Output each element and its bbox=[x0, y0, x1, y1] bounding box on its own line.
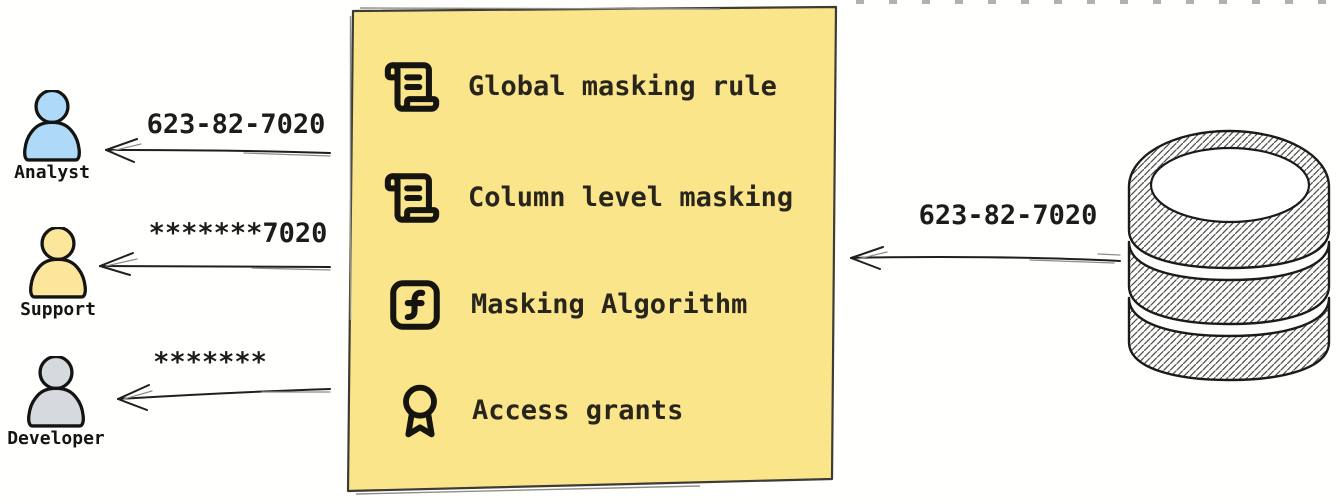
arrow-database-to-box bbox=[850, 246, 1121, 270]
persona-support: Support bbox=[2, 227, 114, 320]
persona-developer: Developer bbox=[0, 356, 112, 449]
arrow-developer bbox=[117, 384, 331, 411]
box-row-global-masking-rule: Global masking rule bbox=[383, 58, 777, 116]
arrow-support bbox=[99, 252, 331, 276]
box-row-label: Column level masking bbox=[468, 182, 794, 213]
award-icon bbox=[392, 380, 448, 442]
box-row-masking-algorithm: Masking Algorithm bbox=[386, 276, 747, 334]
box-row-column-level-masking: Column level masking bbox=[383, 169, 793, 227]
scroll-text-icon bbox=[383, 58, 441, 116]
masked-value-developer: ******* bbox=[153, 347, 267, 378]
scroll-text-icon bbox=[383, 169, 441, 227]
function-square-icon bbox=[386, 276, 444, 334]
masked-value-support: *******7020 bbox=[148, 218, 328, 249]
box-row-label: Global masking rule bbox=[468, 71, 777, 102]
arrow-analyst bbox=[105, 138, 331, 163]
box-row-access-grants: Access grants bbox=[392, 380, 683, 442]
persona-label: Analyst bbox=[14, 162, 90, 183]
box-row-label: Masking Algorithm bbox=[471, 289, 748, 320]
persona-label: Developer bbox=[7, 428, 105, 449]
box-row-label: Access grants bbox=[472, 395, 684, 426]
person-icon bbox=[27, 356, 85, 428]
database-cylinder-icon bbox=[1127, 129, 1331, 382]
persona-analyst: Analyst bbox=[0, 90, 108, 183]
masking-box-shape bbox=[346, 5, 838, 495]
persona-label: Support bbox=[20, 299, 96, 320]
person-icon bbox=[29, 227, 87, 299]
person-icon bbox=[23, 90, 81, 162]
database-value: 623-82-7020 bbox=[918, 200, 1098, 231]
masked-value-analyst: 623-82-7020 bbox=[146, 109, 326, 140]
